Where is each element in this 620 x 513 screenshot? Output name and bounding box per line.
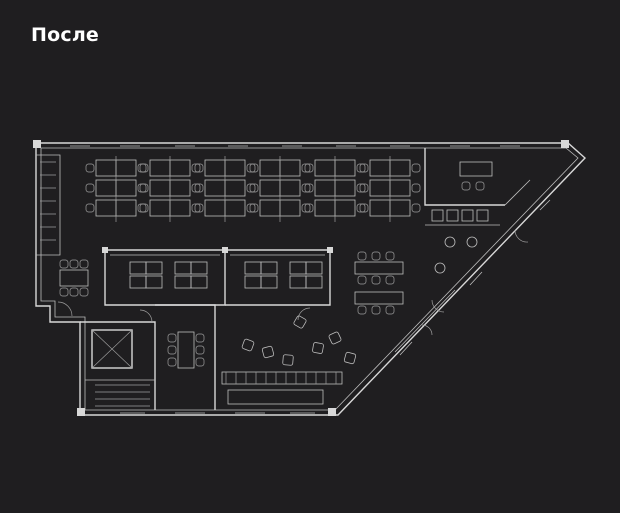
page-title: После [31, 24, 100, 46]
outer-walls [33, 140, 587, 416]
workstation-rows [85, 156, 421, 289]
interior-walls [36, 148, 531, 410]
lounge-furniture [241, 236, 478, 366]
kitchen-counters [221, 371, 343, 405]
meeting-tables [59, 161, 493, 369]
